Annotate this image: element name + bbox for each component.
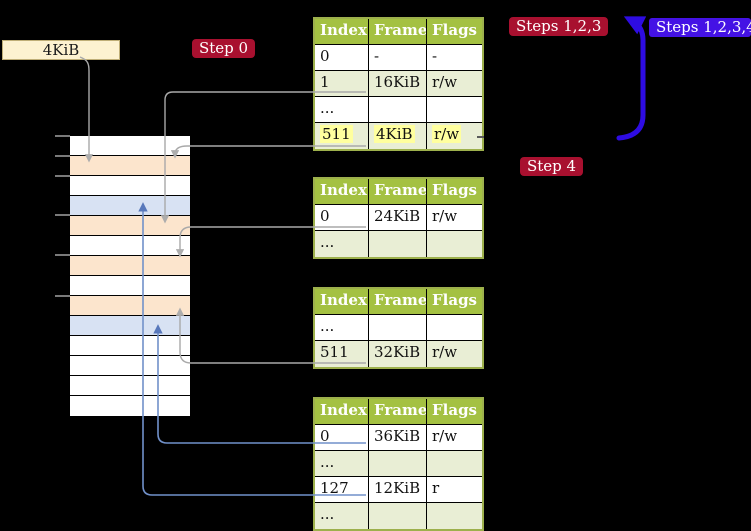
table-cell bbox=[427, 97, 478, 122]
table-cell: 127 bbox=[315, 477, 369, 502]
table-cell bbox=[427, 451, 478, 476]
table-header-cell: Frame bbox=[369, 289, 427, 314]
memory-tick bbox=[55, 135, 70, 137]
table-header-cell: Frame bbox=[369, 19, 427, 44]
table-cell: 0 bbox=[315, 425, 369, 450]
table-cell bbox=[427, 315, 478, 340]
table-cell: 511 bbox=[315, 341, 369, 367]
memory-row-free bbox=[70, 356, 190, 376]
highlighted-value: r/w bbox=[432, 125, 462, 143]
table-cell: 0 bbox=[315, 205, 369, 230]
table-cell bbox=[427, 503, 478, 529]
memory-row-mapped-page-frame bbox=[70, 196, 190, 216]
table-header-cell: Index bbox=[315, 289, 369, 314]
table-cell: ... bbox=[315, 231, 369, 257]
memory-row-page-table-frame bbox=[70, 296, 190, 316]
memory-row-free bbox=[70, 376, 190, 396]
highlighted-value: 4KiB bbox=[374, 125, 415, 143]
table-cell: 511 bbox=[315, 123, 369, 149]
memory-row-free bbox=[70, 176, 190, 196]
physical-memory-strip bbox=[69, 135, 191, 417]
table-cell bbox=[427, 231, 478, 257]
table-header-cell: Index bbox=[315, 179, 369, 204]
table-row: 0-- bbox=[315, 45, 482, 71]
table-cell: - bbox=[432, 47, 438, 65]
memory-row-free bbox=[70, 236, 190, 256]
table-cell: r/w bbox=[432, 73, 458, 91]
table-cell: r/w bbox=[432, 207, 458, 225]
highlighted-value: 511 bbox=[320, 125, 353, 143]
memory-row-page-table-frame bbox=[70, 156, 190, 176]
table-row: 511 4KiB r/w bbox=[315, 123, 482, 149]
badge-step-0: Step 0 bbox=[192, 39, 256, 58]
table-row: ... bbox=[315, 315, 482, 341]
table-cell bbox=[369, 503, 427, 529]
table-cell: 32KiB bbox=[369, 341, 427, 367]
memory-row-free bbox=[70, 136, 190, 156]
table-cell bbox=[369, 451, 427, 476]
memory-row-free bbox=[70, 396, 190, 416]
table-cell: 12KiB bbox=[369, 477, 427, 502]
memory-row-mapped-page-frame bbox=[70, 316, 190, 336]
memory-row-page-table-frame bbox=[70, 256, 190, 276]
table-cell: 16KiB bbox=[369, 71, 427, 96]
table-cell: ... bbox=[315, 315, 369, 340]
table-cell: r/w bbox=[432, 427, 458, 445]
memory-tick bbox=[55, 155, 70, 157]
table-header-cell: Frame bbox=[369, 179, 427, 204]
table-header-cell: Index bbox=[315, 399, 369, 424]
badge-steps-1-2-3: Steps 1,2,3 bbox=[509, 17, 609, 36]
memory-row-free bbox=[70, 276, 190, 296]
table-cell: ... bbox=[315, 97, 369, 122]
table-header-cell: Flags bbox=[432, 291, 477, 309]
table-cell: ... bbox=[315, 451, 369, 476]
table-row: ... bbox=[315, 231, 482, 257]
table-header-cell: Frame bbox=[369, 399, 427, 424]
memory-row-free bbox=[70, 336, 190, 356]
table-row: ... bbox=[315, 451, 482, 477]
memory-tick bbox=[55, 214, 70, 216]
table-cell: r/w bbox=[427, 123, 478, 149]
table-cell bbox=[369, 97, 427, 122]
table-cell: r/w bbox=[432, 343, 458, 361]
table-cell: 36KiB bbox=[369, 425, 427, 450]
table-header-cell: Index bbox=[315, 19, 369, 44]
table-cell bbox=[369, 231, 427, 257]
table-row: ... bbox=[315, 503, 482, 529]
memory-tick bbox=[55, 295, 70, 297]
table-cell: 4KiB bbox=[369, 123, 427, 149]
table-cell: 0 bbox=[315, 45, 369, 70]
frame-size-label: 4KiB bbox=[2, 40, 120, 60]
table-cell: - bbox=[369, 45, 427, 70]
memory-row-page-table-frame bbox=[70, 216, 190, 236]
badge-step-4: Step 4 bbox=[520, 157, 584, 176]
memory-tick bbox=[55, 254, 70, 256]
table-cell: 24KiB bbox=[369, 205, 427, 230]
memory-tick bbox=[55, 175, 70, 177]
arrow-loop-steps-repeat bbox=[616, 16, 647, 141]
table-cell bbox=[369, 315, 427, 340]
table-cell: ... bbox=[315, 503, 369, 529]
table-row: ... bbox=[315, 97, 482, 123]
table-header-cell: Flags bbox=[432, 181, 477, 199]
table-cell: 1 bbox=[315, 71, 369, 96]
table-header-cell: Flags bbox=[432, 21, 477, 39]
badge-steps-1-2-3-4: Steps 1,2,3,4 bbox=[649, 18, 751, 37]
table-cell: r bbox=[432, 479, 440, 497]
table-header-cell: Flags bbox=[432, 401, 477, 419]
